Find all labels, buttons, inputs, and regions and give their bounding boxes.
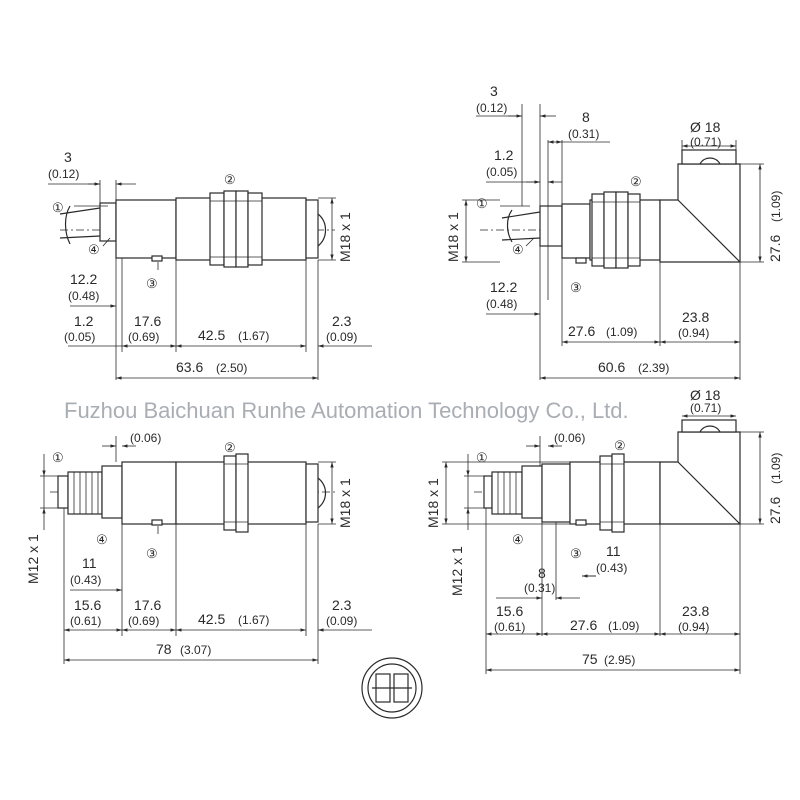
view-bottom-right: (0.06) Ø 18 (0.71) ① ② ④ ③ 11 (0.43) 8 (… [425, 387, 783, 674]
bl-dim-17-6: 17.6 [134, 597, 161, 613]
bl-dim-15-6: 15.6 [74, 597, 101, 613]
tl-dim-12-2: 12.2 [70, 271, 97, 287]
tl-dim-63-6: 63.6 [176, 359, 203, 375]
tr-dim-27-6-v-in: (1.09) [769, 191, 783, 222]
br-dim-23-8-in: (0.94) [678, 620, 709, 634]
br-dim-75-in: (2.95) [604, 653, 635, 667]
bl-dim-0-06-in: (0.06) [130, 431, 161, 445]
br-callout-4: ④ [512, 532, 524, 547]
tl-callout-4: ④ [88, 242, 100, 257]
tr-dim-12-2-in: (0.48) [486, 297, 517, 311]
tl-dim-1-2-in: (0.05) [64, 330, 95, 344]
br-dia-in: (0.71) [690, 401, 721, 415]
bl-dim-78-in: (3.07) [180, 643, 211, 657]
tr-callout-2: ② [630, 174, 642, 189]
tr-dim-1-2: 1.2 [494, 147, 514, 163]
br-dim-27-6: 27.6 [570, 617, 597, 633]
view-bottom-left: (0.06) ① ② ④ ③ 11 (0.43) 15.6 (0.61) 17.… [25, 431, 372, 664]
br-dim-8-in: (0.31) [524, 581, 555, 595]
bl-dim-2-3: 2.3 [332, 597, 352, 613]
tr-dim-3-in: (0.12) [476, 101, 507, 115]
tr-dim-3: 3 [490, 83, 498, 99]
tl-dim-42-5: 42.5 [198, 327, 225, 343]
br-dim-27-6-in: (1.09) [608, 619, 639, 633]
tr-dim-8-in: (0.31) [568, 127, 599, 141]
tl-dim-63-6-in: (2.50) [216, 361, 247, 375]
bl-callout-2: ② [224, 440, 236, 455]
bl-dim-11: 11 [82, 555, 97, 571]
tr-callout-3: ③ [570, 280, 582, 295]
bl-dim-17-6-in: (0.69) [128, 614, 159, 628]
bl-dim-42-5: 42.5 [198, 611, 225, 627]
tr-dim-1-2-in: (0.05) [486, 165, 517, 179]
br-dim-8: 8 [538, 565, 546, 581]
tr-dim-8: 8 [582, 109, 590, 125]
br-callout-2: ② [614, 438, 626, 453]
bl-dim-78: 78 [156, 641, 172, 657]
tl-dim-42-5-in: (1.67) [238, 329, 269, 343]
tl-callout-1: ① [52, 200, 64, 215]
tl-dim-17-6-in: (0.69) [128, 330, 159, 344]
tr-dim-27-6-v: 27.6 [767, 235, 783, 262]
br-dim-15-6: 15.6 [496, 603, 523, 619]
br-dim-11: 11 [606, 543, 621, 559]
tr-dia: Ø 18 [690, 119, 721, 135]
tr-thread: M18 x 1 [445, 212, 461, 262]
watermark: Fuzhou Baichuan Runhe Automation Technol… [64, 398, 629, 423]
view-top-right: 3 (0.12) 8 (0.31) 1.2 (0.05) Ø 18 (0.71)… [445, 83, 783, 380]
tl-dim-12-2-in: (0.48) [68, 289, 99, 303]
br-dim-75: 75 [582, 651, 598, 667]
tr-callout-1: ① [476, 196, 488, 211]
tl-dim-2-3-in: (0.09) [326, 330, 357, 344]
br-thread-12: M12 x 1 [449, 546, 465, 596]
tl-dim-17-6: 17.6 [134, 313, 161, 329]
tl-callout-3: ③ [146, 276, 158, 291]
br-dim-27-6-v-in: (1.09) [769, 453, 783, 484]
bl-callout-4: ④ [96, 532, 108, 547]
br-callout-1: ① [476, 450, 488, 465]
tl-dim-3-in: (0.12) [48, 167, 79, 181]
tl-callout-2: ② [224, 172, 236, 187]
bl-dim-2-3-in: (0.09) [326, 614, 357, 628]
br-thread: M18 x 1 [425, 478, 441, 528]
tr-dim-23-8-in: (0.94) [678, 326, 709, 340]
tr-dim-60-6: 60.6 [598, 359, 625, 375]
tr-dim-23-8: 23.8 [682, 309, 709, 325]
tl-thread: M18 x 1 [337, 212, 353, 262]
br-dia: Ø 18 [690, 387, 721, 403]
tr-dim-27-6-in: (1.09) [606, 325, 637, 339]
view-top-left: 3 (0.12) ① ④ ② ③ 12.2 (0.48) 1.2 (0.05) … [48, 149, 372, 380]
br-dim-27-6-v: 27.6 [767, 497, 783, 524]
br-dim-11-in: (0.43) [596, 561, 627, 575]
bl-thread-12: M12 x 1 [25, 534, 41, 584]
tr-dim-27-6: 27.6 [568, 323, 595, 339]
br-dim-23-8: 23.8 [682, 603, 709, 619]
tl-dim-2-3: 2.3 [332, 313, 352, 329]
br-callout-3: ③ [570, 546, 582, 561]
bl-dim-11-in: (0.43) [70, 573, 101, 587]
tl-dim-3: 3 [64, 149, 72, 165]
bl-thread: M18 x 1 [337, 478, 353, 528]
tr-dim-60-6-in: (2.39) [638, 361, 669, 375]
front-view-symbol [361, 657, 423, 719]
tl-dim-1-2: 1.2 [74, 313, 94, 329]
tr-dia-in: (0.71) [690, 135, 721, 149]
br-dim-15-6-in: (0.61) [494, 620, 525, 634]
br-dim-0-06-in: (0.06) [554, 431, 585, 445]
bl-dim-42-5-in: (1.67) [238, 613, 269, 627]
bl-callout-3: ③ [146, 546, 158, 561]
bl-dim-15-6-in: (0.61) [70, 614, 101, 628]
tr-callout-4: ④ [512, 242, 524, 257]
tr-dim-12-2: 12.2 [490, 279, 517, 295]
bl-callout-1: ① [52, 450, 64, 465]
